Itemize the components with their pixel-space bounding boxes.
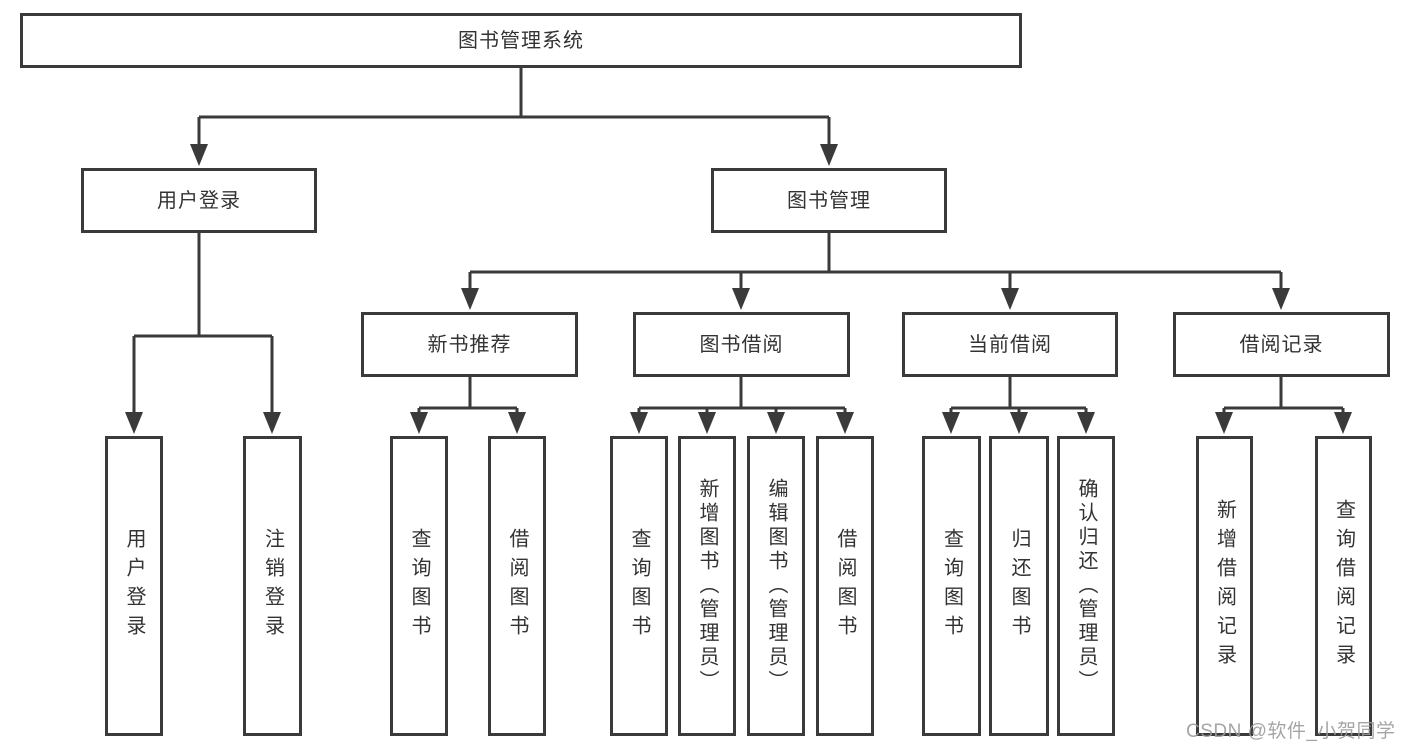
node-label: 当前借阅 — [968, 333, 1052, 356]
node-label: 归还图书 — [1008, 528, 1030, 644]
node-current-borrow: 当前借阅 — [902, 312, 1118, 377]
node-label: 新书推荐 — [427, 333, 512, 356]
node-user-login-group: 用户登录 — [81, 168, 317, 233]
leaf-logout: 注销登录 — [243, 436, 302, 736]
node-label: 用户登录 — [123, 528, 145, 644]
node-label: 新增图书（管理员） — [696, 478, 718, 694]
node-book-borrow: 图书借阅 — [633, 312, 850, 377]
leaf-return-book: 归还图书 — [989, 436, 1049, 736]
node-borrow-records: 借阅记录 — [1173, 312, 1390, 377]
node-label: 注销登录 — [261, 528, 284, 644]
node-label: 查询图书 — [940, 528, 963, 644]
node-label: 图书管理 — [787, 189, 871, 212]
leaf-borrow-books-recommend: 借阅图书 — [488, 436, 546, 736]
node-label: 借阅图书 — [834, 528, 856, 644]
leaf-query-borrow-record: 查询借阅记录 — [1315, 436, 1372, 736]
arrowheads — [125, 144, 1352, 434]
leaf-user-login: 用户登录 — [105, 436, 163, 736]
leaf-query-books-recommend: 查询图书 — [390, 436, 448, 736]
node-book-management: 图书管理 — [711, 168, 947, 233]
node-label: 查询图书 — [408, 528, 430, 644]
node-label: 查询图书 — [628, 528, 650, 644]
node-label: 用户登录 — [157, 189, 241, 212]
leaf-add-book-admin: 新增图书（管理员） — [678, 436, 736, 736]
node-label: 借阅记录 — [1239, 333, 1324, 356]
node-label: 图书借阅 — [699, 333, 784, 356]
node-label: 确认归还（管理员） — [1075, 478, 1097, 694]
leaf-query-books-current: 查询图书 — [922, 436, 981, 736]
node-label: 编辑图书（管理员） — [765, 478, 787, 694]
node-label: 新增借阅记录 — [1213, 499, 1236, 673]
leaf-query-books-borrow: 查询图书 — [610, 436, 668, 736]
leaf-confirm-return-admin: 确认归还（管理员） — [1057, 436, 1115, 736]
leaf-add-borrow-record: 新增借阅记录 — [1196, 436, 1253, 736]
node-new-book-recommend: 新书推荐 — [361, 312, 578, 377]
node-label: 借阅图书 — [506, 528, 528, 644]
node-label: 查询借阅记录 — [1332, 499, 1355, 673]
watermark: CSDN @软件_小贺同学 — [1186, 721, 1396, 742]
node-library-system: 图书管理系统 — [20, 13, 1022, 68]
leaf-borrow-books: 借阅图书 — [816, 436, 874, 736]
node-label: 图书管理系统 — [458, 29, 584, 52]
leaf-edit-book-admin: 编辑图书（管理员） — [747, 436, 805, 736]
